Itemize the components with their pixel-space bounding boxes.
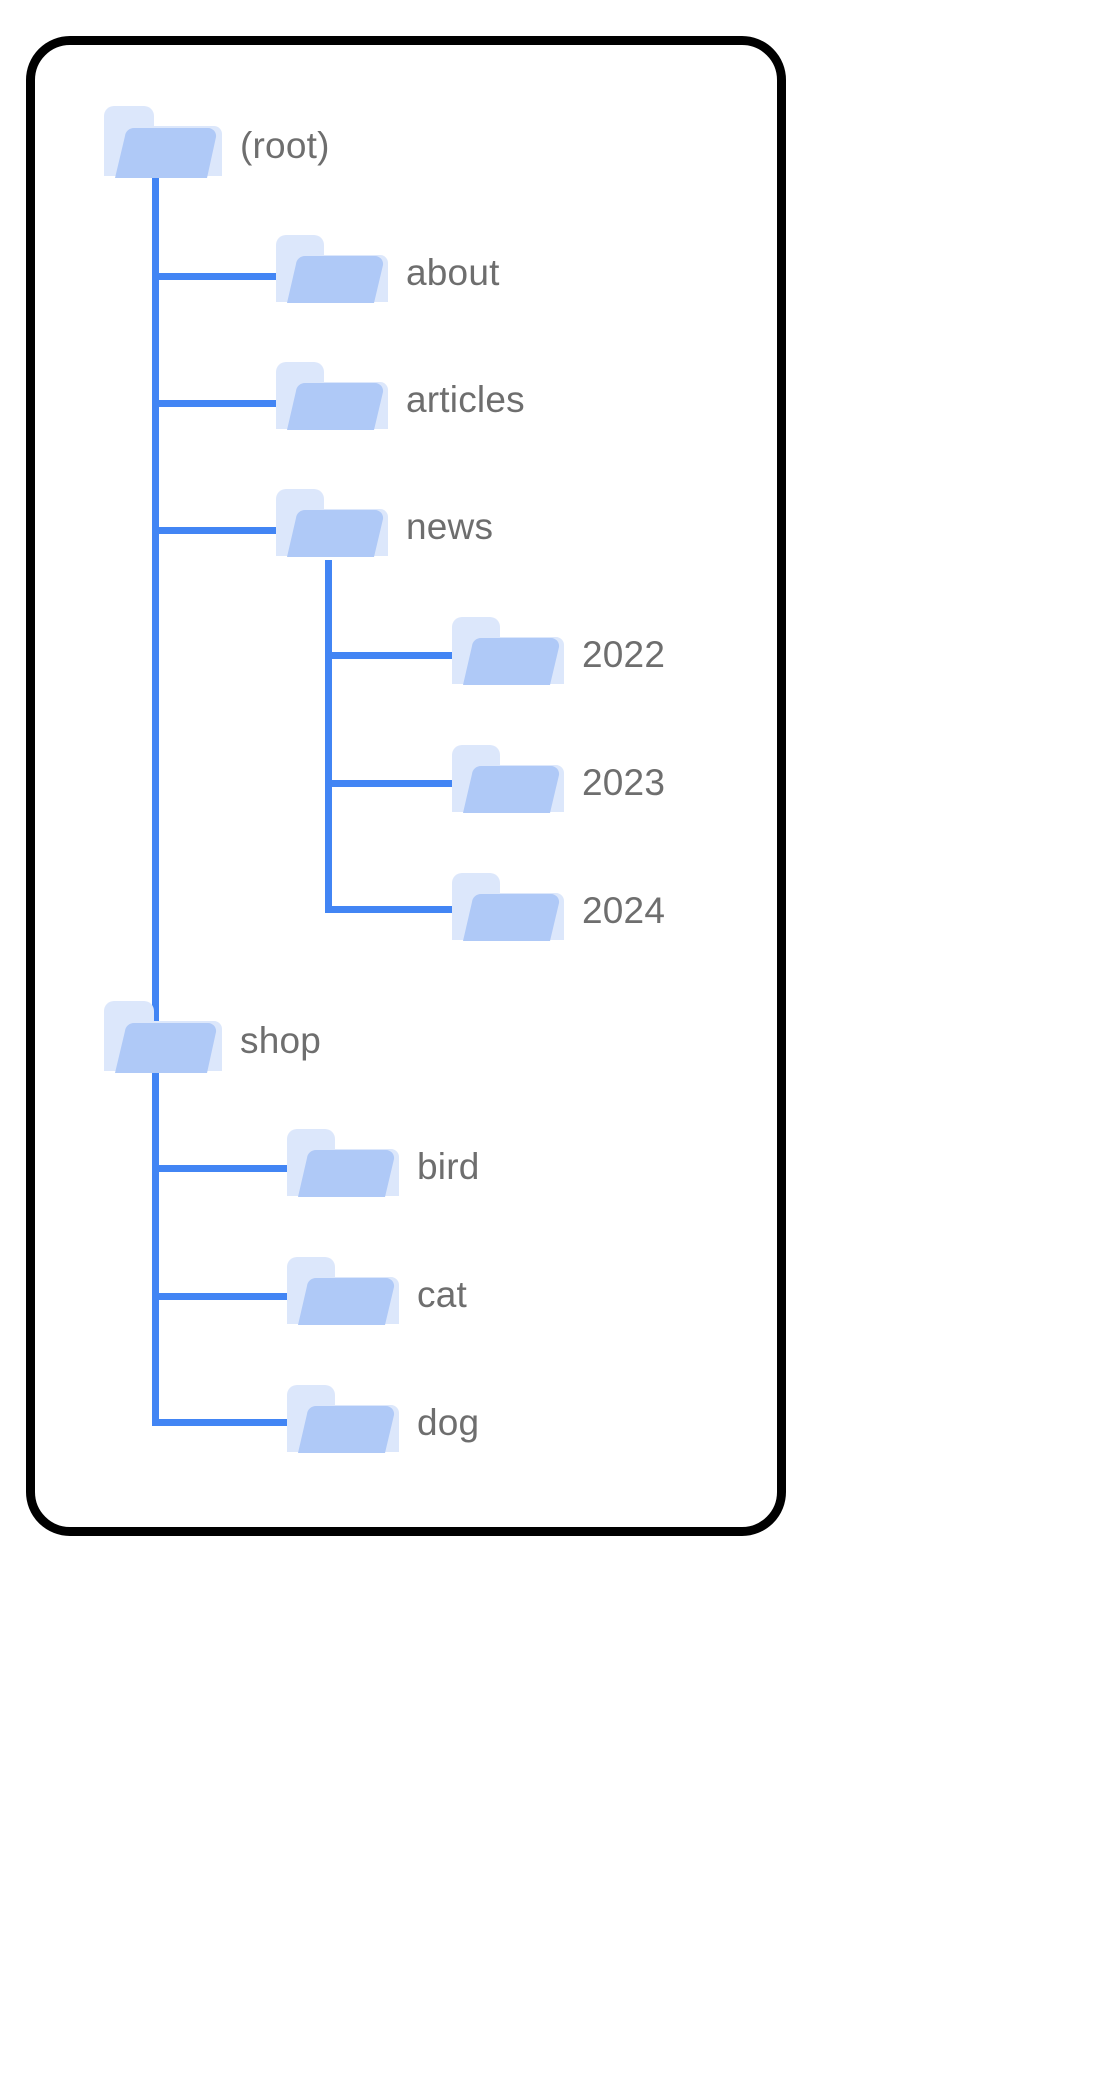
connector-news-2022: [325, 652, 457, 659]
connector-root-about: [152, 273, 280, 280]
connector-shop-cat: [152, 1293, 292, 1300]
folder-icon: [448, 740, 566, 825]
tree-node-label: dog: [417, 1402, 480, 1443]
tree-node-root[interactable]: (root): [100, 100, 330, 190]
folder-icon: [283, 1252, 401, 1337]
connector-root-spine: [152, 178, 159, 1025]
folder-icon: [448, 868, 566, 953]
tree-node-news[interactable]: news: [272, 484, 493, 569]
tree-node-label: 2022: [582, 634, 666, 675]
tree-node-label: shop: [240, 1019, 322, 1061]
connector-shop-bird: [152, 1165, 292, 1172]
folder-icon: [100, 995, 224, 1085]
tree-node-shop[interactable]: shop: [100, 995, 321, 1085]
folder-icon: [100, 100, 224, 190]
connector-news-2023: [325, 780, 457, 787]
folder-icon: [283, 1380, 401, 1465]
folder-icon: [272, 357, 390, 442]
folder-icon: [448, 612, 566, 697]
tree-node-label: articles: [406, 379, 525, 420]
tree-node-about[interactable]: about: [272, 230, 500, 315]
tree-node-label: (root): [240, 124, 330, 166]
connector-news-2024: [325, 906, 457, 913]
tree-node-label: news: [406, 506, 494, 547]
connector-shop-spine: [152, 1072, 159, 1422]
connector-root-news: [152, 527, 280, 534]
tree-node-cat[interactable]: cat: [283, 1252, 467, 1337]
tree-node-2022[interactable]: 2022: [448, 612, 665, 697]
tree-node-bird[interactable]: bird: [283, 1124, 480, 1209]
tree-node-2024[interactable]: 2024: [448, 868, 665, 953]
tree-node-label: 2024: [582, 890, 666, 931]
connector-news-spine: [325, 560, 332, 913]
tree-node-label: about: [406, 252, 500, 293]
folder-icon: [283, 1124, 401, 1209]
tree-node-articles[interactable]: articles: [272, 357, 525, 442]
folder-icon: [272, 230, 390, 315]
connector-root-articles: [152, 400, 280, 407]
tree-node-label: bird: [417, 1146, 480, 1187]
folder-icon: [272, 484, 390, 569]
tree-node-2023[interactable]: 2023: [448, 740, 665, 825]
tree-node-label: cat: [417, 1274, 467, 1315]
tree-node-label: 2023: [582, 762, 666, 803]
connector-shop-dog: [152, 1419, 292, 1426]
tree-node-dog[interactable]: dog: [283, 1380, 479, 1465]
